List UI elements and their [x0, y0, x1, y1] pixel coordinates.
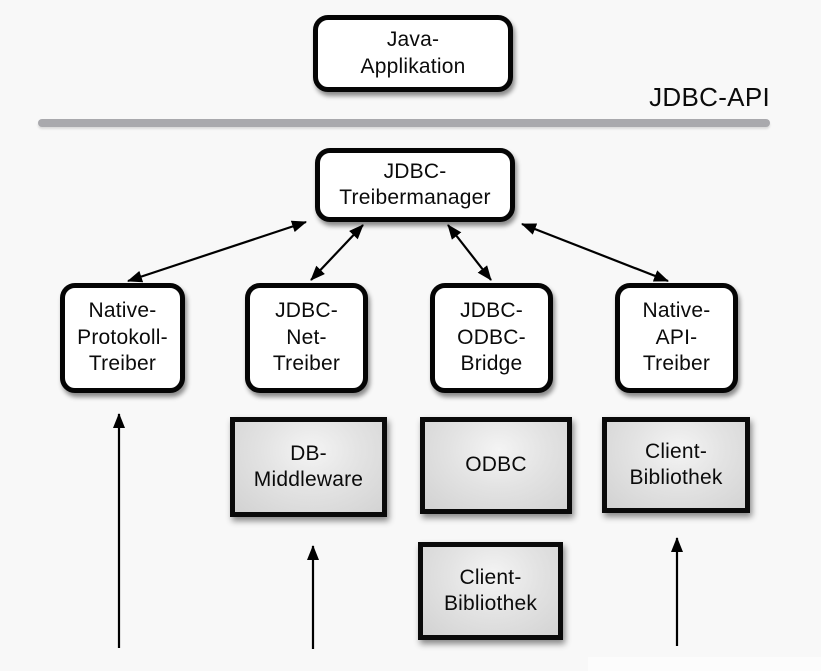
node-jdbc-net-treiber: JDBC- Net- Treiber	[245, 283, 368, 393]
node-jdbc-odbc-bridge: JDBC- ODBC- Bridge	[430, 283, 553, 393]
node-java-applikation: Java- Applikation	[313, 15, 513, 92]
node-native-api-treiber: Native- API- Treiber	[615, 283, 738, 393]
node-jdbc-treibermanager: JDBC- Treibermanager	[315, 148, 515, 222]
node-odbc: ODBC	[420, 417, 572, 514]
edge-treibermanager-nativeapi	[521, 222, 669, 283]
edge-treibermanager-net	[310, 224, 364, 281]
node-db-middleware: DB- Middleware	[230, 417, 387, 517]
node-native-protokoll-treiber: Native- Protokoll- Treiber	[60, 283, 185, 393]
cutoff-element-bottom-right	[588, 657, 821, 671]
edge-treibermanager-protokoll	[127, 220, 307, 283]
node-client-bibliothek-rechts: Client- Bibliothek	[602, 417, 750, 513]
edge-treibermanager-bridge	[447, 224, 492, 281]
node-client-bibliothek-unten: Client- Bibliothek	[418, 542, 563, 640]
jdbc-api-label: JDBC-API	[649, 82, 770, 112]
jdbc-api-divider	[38, 119, 770, 127]
